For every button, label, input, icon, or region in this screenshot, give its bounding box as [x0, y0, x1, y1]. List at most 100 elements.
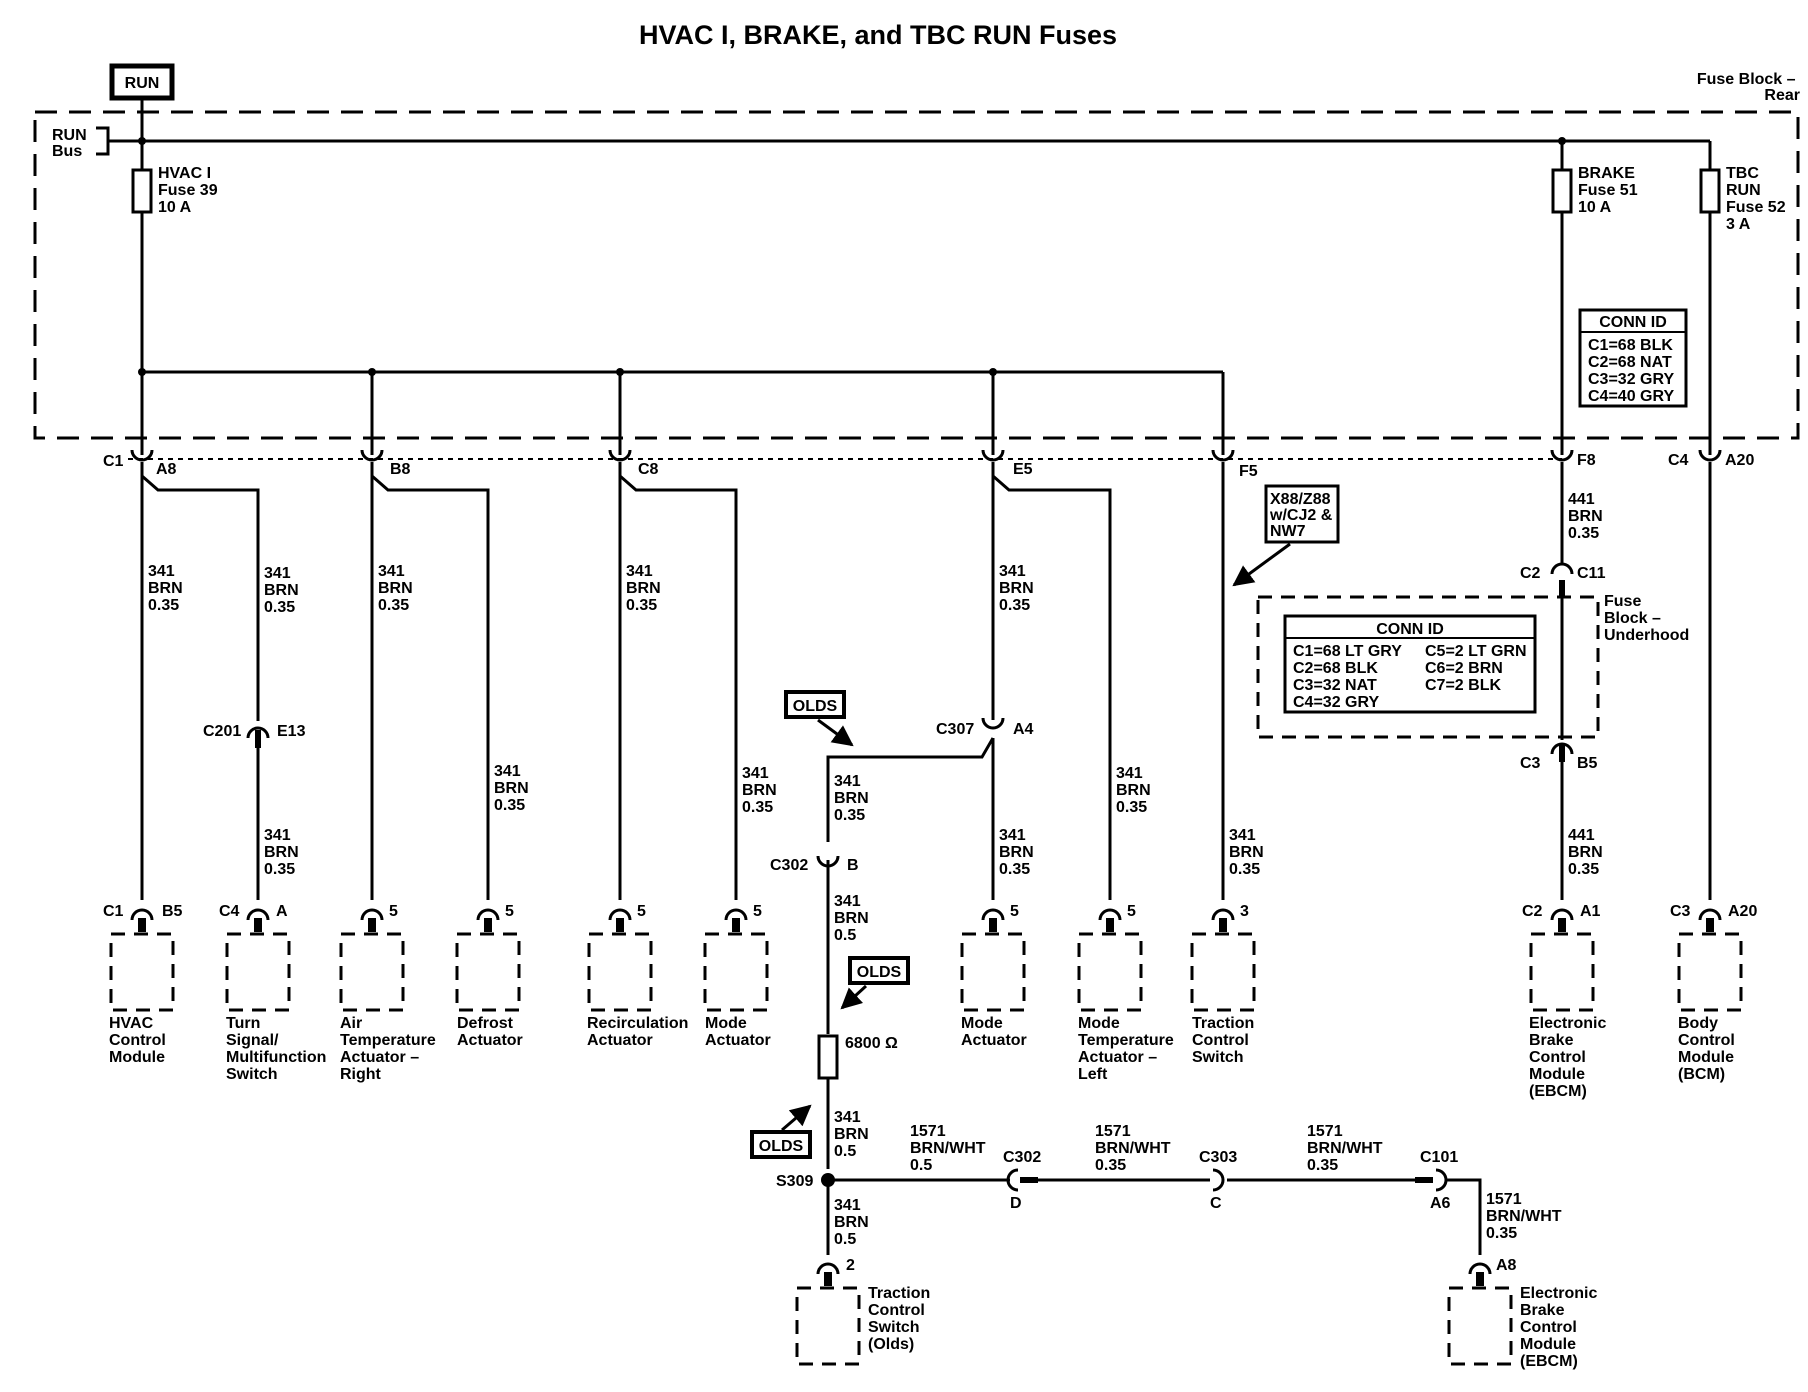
conn-id-underhood-right: C5=2 LT GRN C6=2 BRN C7=2 BLK [1425, 643, 1531, 694]
splice-label: S309 [776, 1173, 813, 1190]
fb-a20-label: A20 [1725, 452, 1754, 469]
inline-d: D [1010, 1195, 1022, 1212]
pin-tcs: 3 [1240, 903, 1249, 920]
olds-tag-1 [784, 690, 846, 719]
inline-c307: C307 [936, 721, 974, 738]
fb-a8-label: A8 [156, 461, 177, 478]
inline-c302: C302 [770, 857, 808, 874]
pin-defrost: 5 [505, 903, 514, 920]
pin-bcm-p: A20 [1728, 903, 1757, 920]
pin-ebcm2: A8 [1496, 1257, 1517, 1274]
component-connectors [130, 908, 1722, 1275]
pin-mode2: 5 [1010, 903, 1019, 920]
fb-e5-label: E5 [1013, 461, 1033, 478]
connector-stubs [255, 580, 1565, 1183]
fuse-block-underhood-label: Fuse Block – Underhood [1604, 593, 1689, 644]
hvac-fuse-symbol [131, 168, 153, 214]
inline-e13: E13 [277, 723, 306, 740]
pin-bcm-c: C3 [1670, 903, 1691, 920]
inline-c302b: C302 [1003, 1149, 1041, 1166]
fb-f8-label: F8 [1577, 452, 1596, 469]
tbc-fuse-symbol [1699, 168, 1721, 214]
pin-turn-c: C4 [219, 903, 240, 920]
option-note-box [1264, 484, 1340, 544]
olds-tag-3 [750, 1130, 812, 1159]
inline-c3: C3 [1520, 755, 1541, 772]
pin-ebcm-c: C2 [1522, 903, 1543, 920]
conn-id-rear-header: CONN ID [1599, 314, 1667, 331]
component-pin-stubs [138, 918, 1714, 1286]
olds-arrow-2 [840, 984, 868, 1010]
conn-id-rear-box [1578, 308, 1688, 408]
conn-id-underhood-left: C1=68 LT GRY C2=68 BLK C3=32 NAT C4=32 G… [1293, 643, 1406, 711]
diagram-title: HVAC I, BRAKE, and TBC RUN Fuses [639, 20, 1117, 50]
pin-ebcm-p: A1 [1580, 903, 1601, 920]
fuse-block-connectors [130, 449, 1722, 462]
conn-id-rear-rows: C1=68 BLK C2=68 NAT C3=32 GRY C4=40 GRY [1588, 337, 1678, 405]
run-bus-bracket [96, 126, 140, 156]
run-bus-label: RUN Bus [52, 127, 91, 160]
brake-fuse-label: BRAKE Fuse 51 10 A [1578, 165, 1642, 216]
fb-c1-label: C1 [103, 453, 124, 470]
inline-b5: B5 [1577, 755, 1598, 772]
olds-arrow-3 [781, 1104, 812, 1132]
resistor-label: 6800 Ω [845, 1035, 898, 1052]
pin-tcs-olds: 2 [846, 1257, 855, 1274]
inline-a6: A6 [1430, 1195, 1451, 1212]
component-boxes [109, 932, 1743, 1366]
option-note-arrow [1232, 542, 1291, 587]
fb-b8-label: B8 [390, 461, 411, 478]
circuit-wires [140, 462, 1712, 1255]
pin-turn-p: A [276, 903, 288, 920]
fb-f5-label: F5 [1239, 463, 1258, 480]
pin-airtemp: 5 [389, 903, 398, 920]
fb-c8-label: C8 [638, 461, 659, 478]
run-label: RUN [125, 75, 160, 92]
conn-id-underhood-box [1283, 614, 1537, 714]
resistor-symbol [817, 1034, 839, 1080]
olds-tag-3-text: OLDS [759, 1138, 804, 1155]
inline-a4: A4 [1013, 721, 1034, 738]
inline-c2: C2 [1520, 565, 1541, 582]
brake-fuse-symbol [1551, 168, 1573, 214]
pin-hvac-c: C1 [103, 903, 124, 920]
inline-c11: C11 [1577, 565, 1606, 582]
pin-hvac-p: B5 [162, 903, 183, 920]
fuse-block-underhood-boundary [1256, 595, 1600, 739]
fuse-block-rear-boundary [33, 110, 1800, 440]
olds-tag-2 [848, 956, 910, 985]
option-note-text: X88/Z88 w/CJ2 & NW7 [1269, 491, 1337, 540]
olds-tag-2-text: OLDS [857, 964, 902, 981]
